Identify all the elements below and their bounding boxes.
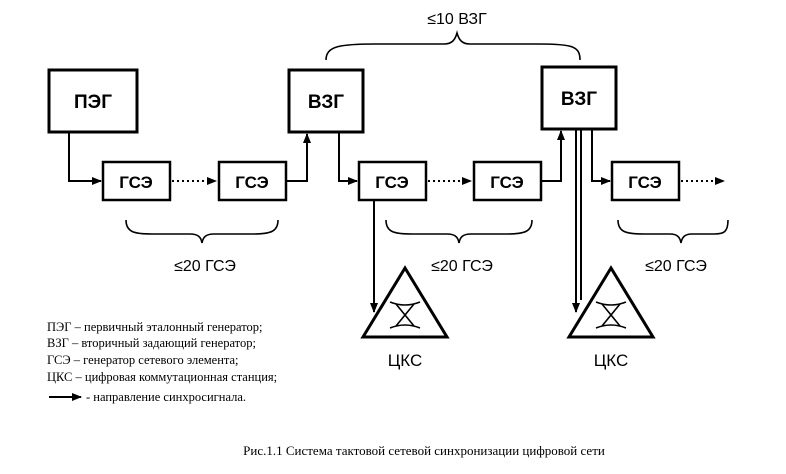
station-label-2: ЦКС xyxy=(594,351,629,370)
vzg-label-1: ВЗГ xyxy=(308,92,344,113)
brace-top-label: ≤10 ВЗГ xyxy=(427,11,487,28)
arrow-peg-to-gse1 xyxy=(68,132,102,185)
gse-label-4: ГСЭ xyxy=(490,173,524,192)
gse-box-3: ГСЭ xyxy=(357,160,428,202)
brace-bottom-middle xyxy=(385,219,533,244)
vzg-box-2: ВЗГ xyxy=(540,65,618,131)
brace-bottom-left xyxy=(125,219,279,244)
legend-item-arrow: - направление синхросигнала. xyxy=(86,390,246,404)
peg-box: ПЭГ xyxy=(47,68,139,134)
gse-label-1: ГСЭ xyxy=(119,173,153,192)
legend-item-gse: ГСЭ – генератор сетевого элемента; xyxy=(47,353,239,367)
vzg-box-1: ВЗГ xyxy=(287,68,365,134)
arrow-vzg1-to-gse3 xyxy=(338,132,358,185)
vzg-label-2: ВЗГ xyxy=(561,89,597,110)
gse-box-5: ГСЭ xyxy=(610,160,681,202)
gse-box-2: ГСЭ xyxy=(217,160,288,202)
arrow-gse4-to-vzg2 xyxy=(541,130,565,182)
arrow-vzg2-to-gse5 xyxy=(591,129,611,185)
station-label-1: ЦКС xyxy=(388,351,423,370)
gse-label-2: ГСЭ xyxy=(235,173,269,192)
gse-box-4: ГСЭ xyxy=(472,160,543,202)
legend: ПЭГ – первичный эталонный генератор; ВЗГ… xyxy=(47,320,277,404)
arrow-vzg2-to-station2 xyxy=(572,129,582,313)
brace-bottom-right xyxy=(617,219,729,244)
station-triangle-2 xyxy=(566,265,656,339)
arrow-gse2-to-vzg1 xyxy=(286,133,311,182)
station-triangle-1 xyxy=(360,265,450,339)
gse-label-5: ГСЭ xyxy=(628,173,662,192)
gse-box-1: ГСЭ xyxy=(101,160,172,202)
legend-item-vzg: ВЗГ – вторичный задающий генератор; xyxy=(47,336,256,350)
figure-caption: Рис.1.1 Система тактовой сетевой синхрон… xyxy=(243,443,605,458)
peg-label: ПЭГ xyxy=(74,92,112,113)
brace-top xyxy=(325,30,581,61)
legend-item-peg: ПЭГ – первичный эталонный генератор; xyxy=(47,320,263,334)
brace-bottom-middle-label: ≤20 ГСЭ xyxy=(431,258,493,275)
legend-item-cks: ЦКС – цифровая коммутационная станция; xyxy=(47,370,277,384)
brace-bottom-right-label: ≤20 ГСЭ xyxy=(645,258,707,275)
brace-bottom-left-label: ≤20 ГСЭ xyxy=(174,258,236,275)
gse-label-3: ГСЭ xyxy=(375,173,409,192)
